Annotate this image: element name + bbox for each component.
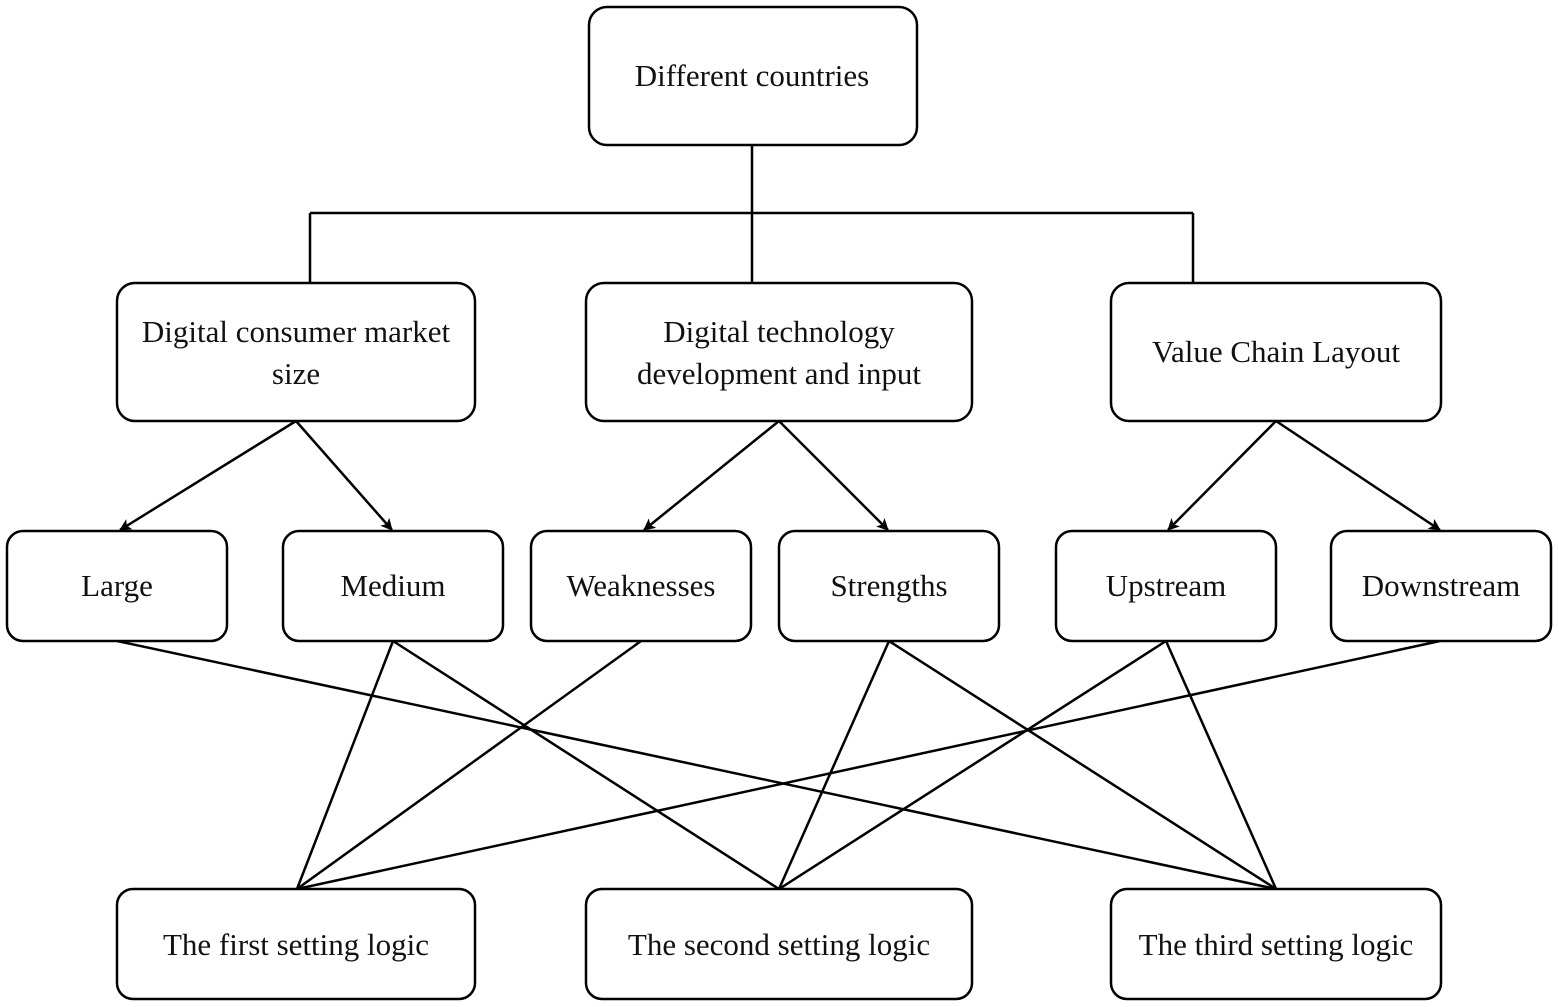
level-weaknesses-label: Weaknesses: [566, 568, 715, 603]
link-strengths-third: [888, 639, 1277, 891]
factor-node-market: Digital consumer market size: [115, 281, 477, 423]
arrow-tech-strengths: [778, 420, 889, 531]
factor-market-line-1: Digital consumer market: [142, 314, 451, 349]
link-upstream-second: [778, 639, 1167, 891]
logic-second-label: The second setting logic: [628, 927, 930, 962]
link-weaknesses-first: [296, 639, 642, 891]
level-upstream-label: Upstream: [1106, 568, 1227, 603]
level-downstream-label: Downstream: [1362, 568, 1520, 603]
level-node-strengths: Strengths: [777, 529, 1001, 643]
level-node-downstream: Downstream: [1329, 529, 1553, 643]
logic-node-second: The second setting logic: [584, 887, 974, 1001]
link-upstream-third: [1164, 640, 1278, 890]
level-node-large: Large: [5, 529, 229, 643]
factor-tech-line-1: Digital technology: [663, 314, 895, 349]
link-downstream-first: [296, 639, 1441, 891]
logic-third-label: The third setting logic: [1139, 927, 1414, 962]
logic-node-first: The first setting logic: [115, 887, 477, 1001]
level-large-label: Large: [81, 568, 153, 603]
arrow-market-medium: [295, 420, 393, 531]
level-medium-label: Medium: [340, 568, 445, 603]
level-node-weaknesses: Weaknesses: [529, 529, 753, 643]
link-large-third: [116, 639, 1277, 891]
level-node-medium: Medium: [281, 529, 505, 643]
level-node-upstream: Upstream: [1054, 529, 1278, 643]
factor-market-line-2: size: [272, 356, 320, 391]
logic-first-label: The first setting logic: [163, 927, 429, 962]
factor-tech-line-2: development and input: [637, 356, 921, 391]
logic-node-third: The third setting logic: [1109, 887, 1443, 1001]
link-strengths-second: [777, 640, 891, 890]
factor-value-line-1: Value Chain Layout: [1152, 334, 1400, 369]
link-medium-second: [392, 639, 780, 891]
level-strengths-label: Strengths: [830, 568, 947, 603]
factor-node-value: Value Chain Layout: [1109, 281, 1443, 423]
root-label: Different countries: [635, 58, 869, 93]
factor-arrows: [119, 419, 1441, 532]
root-connector: [308, 145, 1195, 283]
arrow-value-downstream: [1275, 419, 1441, 532]
logic-connectors: [116, 639, 1441, 891]
arrow-tech-weaknesses: [643, 420, 780, 531]
link-medium-first: [295, 640, 395, 890]
arrow-value-upstream: [1167, 420, 1277, 531]
factor-node-tech: Digital technology development and input: [584, 281, 974, 423]
arrow-market-large: [119, 419, 297, 532]
root-node: Different countries: [587, 5, 919, 147]
